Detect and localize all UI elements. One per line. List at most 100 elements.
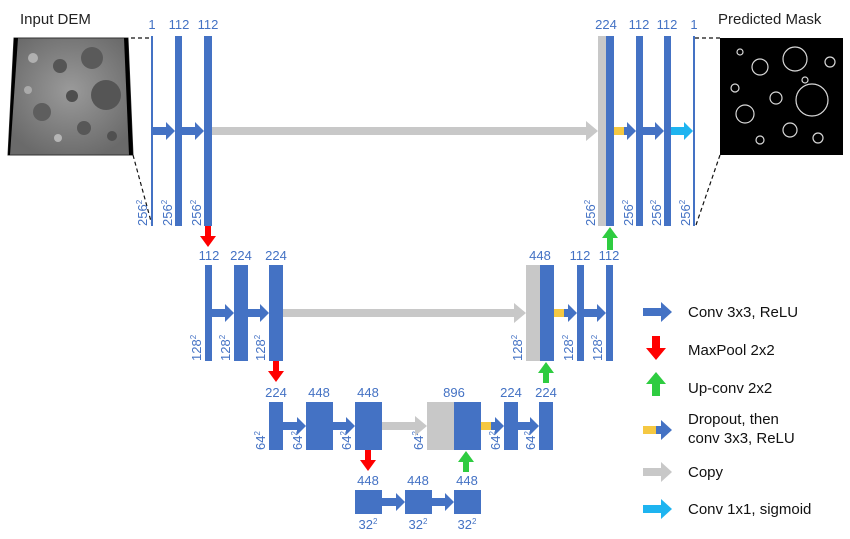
conv-arrow <box>432 493 454 511</box>
resolution-label: 642 <box>411 431 426 450</box>
resolution-label: 1282 <box>189 334 204 361</box>
channel-label: 112 <box>198 17 219 32</box>
channel-label: 896 <box>443 385 465 400</box>
feature-map <box>454 402 481 450</box>
dashed-connectors <box>131 37 721 226</box>
resolution-label: 2562 <box>135 199 150 226</box>
resolution-label: 2562 <box>649 199 664 226</box>
feature-map <box>205 265 212 361</box>
feature-map <box>306 402 333 450</box>
resolution-label: 642 <box>339 431 354 450</box>
legend-dropout-icon <box>643 426 656 434</box>
legend-label: MaxPool 2x2 <box>688 342 775 359</box>
channel-label: 1 <box>148 17 155 32</box>
dropout-marker <box>481 422 491 430</box>
legend-label: Copy <box>688 464 724 481</box>
dropout-marker <box>554 309 564 317</box>
channel-label: 224 <box>595 17 617 32</box>
resolution-label: 2562 <box>160 199 175 226</box>
conv-arrow <box>283 417 306 435</box>
legend-dropout-arrow-icon <box>656 420 672 440</box>
feature-map <box>539 402 553 450</box>
feature-map <box>175 36 182 226</box>
resolution-label: 1282 <box>590 334 605 361</box>
input-dem-title: Input DEM <box>20 11 91 28</box>
predicted-mask-image <box>720 38 843 155</box>
legend-item-dropout: Dropout, then conv 3x3, ReLU <box>643 411 795 447</box>
channel-label: 112 <box>599 248 620 263</box>
feature-map <box>540 265 554 361</box>
channel-label: 448 <box>357 385 379 400</box>
level-1: 1 112 112 224 112 112 1 2562 2562 2562 2… <box>135 17 698 226</box>
feature-map <box>664 36 671 226</box>
resolution-label: 1282 <box>561 334 576 361</box>
level-4: 448 448 448 322 322 322 <box>355 473 481 532</box>
channel-label: 112 <box>199 248 220 263</box>
legend-maxpool-arrow-icon <box>646 336 666 360</box>
dropout-marker <box>614 127 624 135</box>
copied-feature-map <box>598 36 606 226</box>
resolution-label: 642 <box>290 431 305 450</box>
maxpool-arrow <box>200 226 216 247</box>
channel-label: 448 <box>357 473 379 488</box>
feature-map <box>204 36 212 226</box>
feature-map <box>504 402 518 450</box>
channel-label: 112 <box>570 248 591 263</box>
legend-item-maxpool: MaxPool 2x2 <box>646 336 775 360</box>
legend-label: Conv 1x1, sigmoid <box>688 501 811 518</box>
level-2: 112 224 224 448 112 112 1282 1282 1282 1… <box>189 248 619 361</box>
feature-map <box>234 265 248 361</box>
channel-label: 1 <box>690 17 697 32</box>
channel-label: 112 <box>629 17 650 32</box>
legend-item-copy: Copy <box>643 462 724 482</box>
predicted-mask-title: Predicted Mask <box>718 11 822 28</box>
legend-label: Dropout, then <box>688 411 779 428</box>
channel-label: 224 <box>265 248 287 263</box>
resolution-label: 642 <box>523 431 538 450</box>
legend-conv-arrow-icon <box>643 302 672 322</box>
resolution-label: 2562 <box>189 199 204 226</box>
conv-arrow <box>333 417 355 435</box>
upconv-arrow <box>602 227 618 250</box>
copied-feature-map <box>526 265 540 361</box>
feature-map <box>606 265 613 361</box>
upconv-arrow <box>538 362 554 383</box>
conv-arrow <box>584 304 606 322</box>
resolution-label: 1282 <box>253 334 268 361</box>
channel-label: 448 <box>456 473 478 488</box>
feature-map-output <box>693 36 695 226</box>
resolution-label: 2562 <box>583 199 598 226</box>
dropout-conv-arrow <box>564 304 577 322</box>
conv-arrow <box>182 122 204 140</box>
legend-conv1x1-arrow-icon <box>643 499 672 519</box>
legend-item-conv1x1: Conv 1x1, sigmoid <box>643 499 811 519</box>
resolution-label: 1282 <box>218 334 233 361</box>
conv1x1-arrow <box>671 122 693 140</box>
maxpool-arrow <box>268 361 284 382</box>
feature-map <box>577 265 584 361</box>
input-dem-image <box>7 37 134 156</box>
channel-label: 224 <box>265 385 287 400</box>
legend-copy-arrow-icon <box>643 462 672 482</box>
channel-label: 448 <box>407 473 429 488</box>
legend-upconv-arrow-icon <box>646 372 666 396</box>
channel-label: 112 <box>657 17 678 32</box>
resolution-label: 322 <box>359 517 378 532</box>
dropout-conv-arrow <box>491 417 504 435</box>
channel-label: 448 <box>529 248 551 263</box>
legend-label: Conv 3x3, ReLU <box>688 304 798 321</box>
legend-label: conv 3x3, ReLU <box>688 430 795 447</box>
resolution-label: 2562 <box>621 199 636 226</box>
dropout-conv-arrow <box>624 122 636 140</box>
copied-feature-map <box>427 402 454 450</box>
conv-arrow <box>248 304 269 322</box>
feature-map <box>355 490 382 514</box>
feature-map-input <box>151 36 153 226</box>
channel-label: 448 <box>308 385 330 400</box>
feature-map <box>454 490 481 514</box>
feature-map <box>606 36 614 226</box>
conv-arrow <box>643 122 664 140</box>
upconv-arrow <box>458 451 474 472</box>
level-3: 224 448 448 896 224 224 642 642 642 642 … <box>253 385 557 450</box>
